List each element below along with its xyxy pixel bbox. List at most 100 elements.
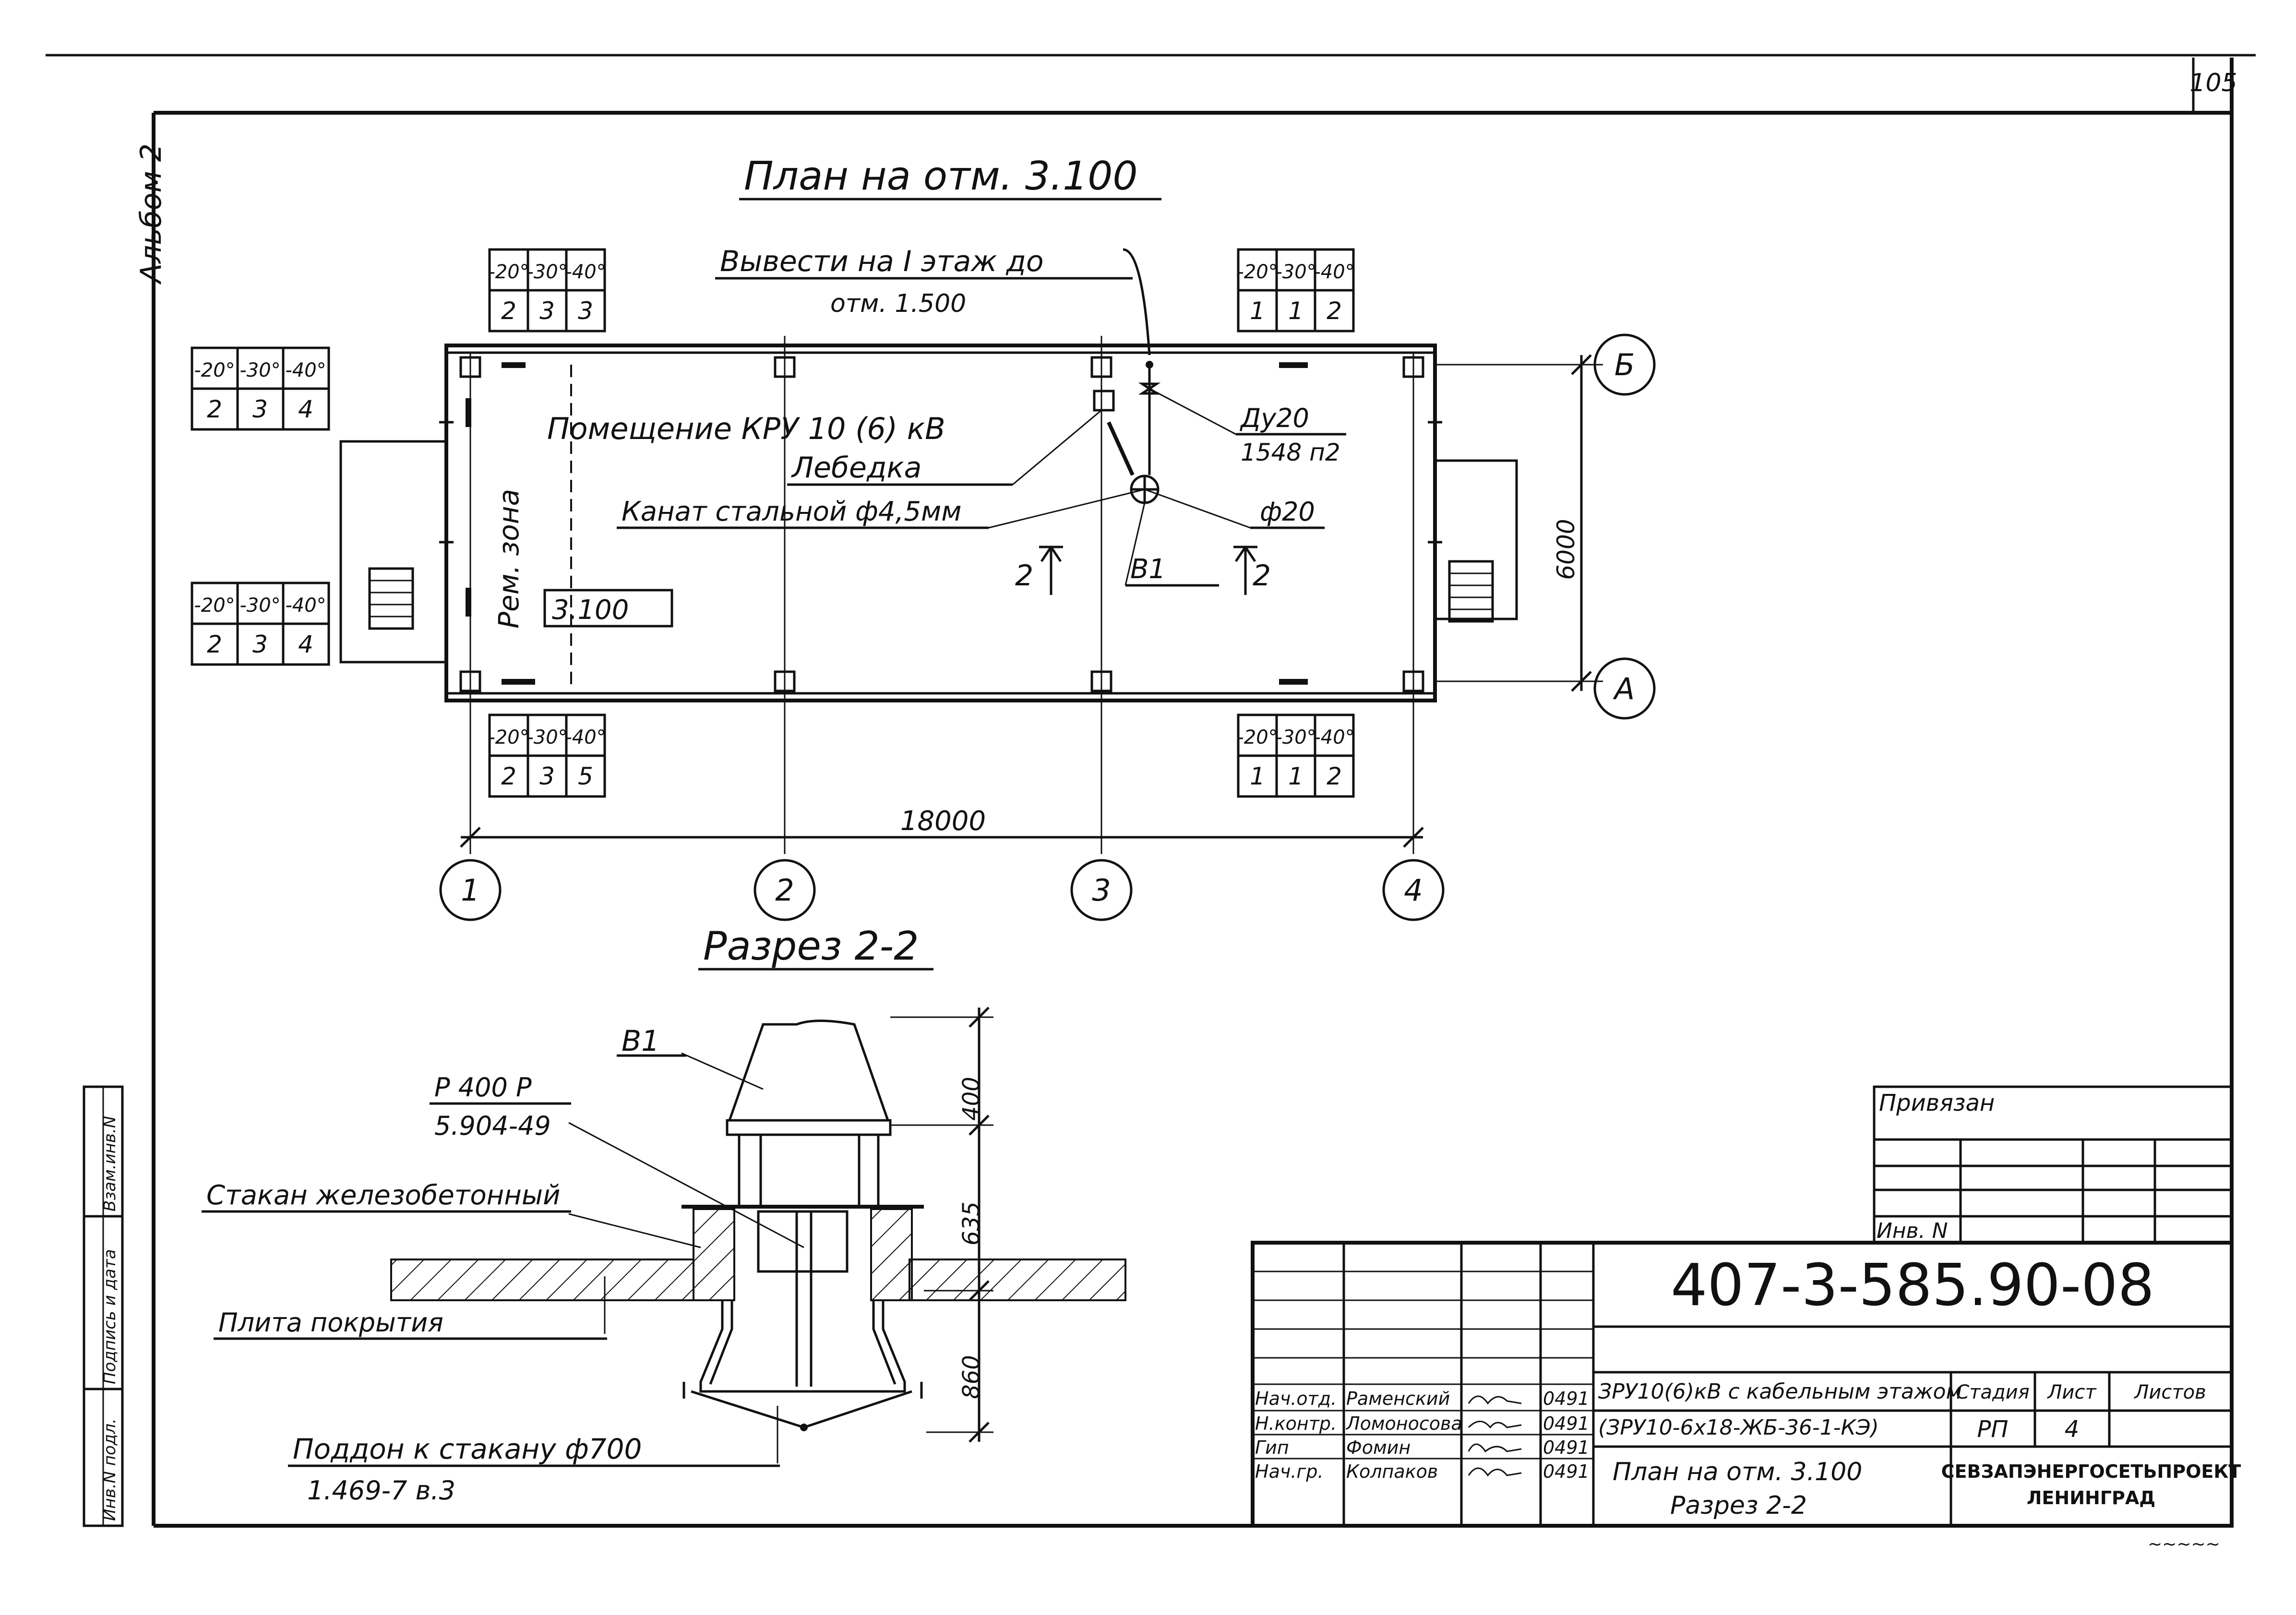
svg-text:-20°: -20° — [488, 261, 529, 283]
axis-bubble-4: 4 — [1382, 859, 1445, 921]
sheet-number: 105 — [2189, 69, 2237, 97]
svg-text:-40°: -40° — [565, 261, 606, 283]
svg-text:2: 2 — [775, 873, 794, 908]
side-stamp-sign: Подпись и дата — [100, 1249, 120, 1384]
axis-lines — [460, 336, 1603, 854]
svg-text:Колпаков: Колпаков — [1346, 1461, 1438, 1482]
temp-table-bottom-right: -20° -30° -40° 1 1 2 — [1237, 713, 1355, 798]
stairs-right — [1448, 560, 1494, 623]
svg-text:-30°: -30° — [1275, 261, 1316, 283]
duct-label-1: Ду20 — [1240, 403, 1309, 433]
side-stamp-replace: Взам.инв.N — [100, 1116, 120, 1211]
svg-text:Раменский: Раменский — [1346, 1388, 1450, 1409]
axis-bubble-1: 1 — [439, 859, 502, 921]
project-line-1: ЗРУ10(6)кВ с кабельным этажом — [1598, 1379, 1962, 1404]
cut-label-right: 2 — [1253, 559, 1271, 593]
temp-table-left-lower: -20° -30° -40° 2 3 4 — [191, 582, 330, 666]
svg-text:4: 4 — [298, 630, 313, 658]
svg-text:-20°: -20° — [194, 594, 235, 617]
stage-header: Стадия — [1956, 1381, 2029, 1403]
axis-bubble-a: А — [1593, 657, 1656, 720]
room-label: Помещение КРУ 10 (6) кВ — [547, 411, 945, 446]
output-note-2: отм. 1.500 — [830, 289, 966, 318]
bottom-mark: ~~~~~ — [2148, 1534, 2220, 1554]
vent-unit-plan — [988, 248, 1251, 586]
stage-value: РП — [1977, 1416, 2008, 1443]
svg-text:2: 2 — [501, 297, 516, 325]
svg-text:2: 2 — [1327, 297, 1342, 325]
vent-label-plan: В1 — [1130, 554, 1166, 585]
svg-text:3: 3 — [539, 762, 555, 790]
svg-text:Н.контр.: Н.контр. — [1255, 1413, 1337, 1434]
section-cut-left — [1039, 546, 1063, 595]
svg-text:0491: 0491 — [1543, 1388, 1590, 1409]
svg-text:-40°: -40° — [565, 726, 606, 748]
sleeve-label: Стакан железобетонный — [206, 1180, 561, 1211]
duct-label-2: 1548 п2 — [1241, 439, 1340, 466]
svg-text:Фомин: Фомин — [1346, 1437, 1411, 1458]
svg-text:А: А — [1613, 671, 1635, 706]
album-label: Альбом 2 — [134, 143, 168, 285]
svg-text:-40°: -40° — [1314, 261, 1354, 283]
cut-label-left: 2 — [1015, 559, 1033, 593]
signature-row-2: Н.контр. Ломоносова 0491 — [1255, 1413, 1590, 1434]
output-note-1: Вывести на I этаж до — [720, 245, 1044, 278]
svg-text:0491: 0491 — [1543, 1413, 1590, 1434]
inv-label: Инв. N — [1877, 1219, 1948, 1243]
org-line-1: СЕВЗАПЭНЕРГОСЕТЬПРОЕКТ — [1941, 1461, 2241, 1482]
svg-text:0491: 0491 — [1543, 1437, 1590, 1458]
hoist-label: Лебедка — [791, 451, 921, 485]
svg-text:3: 3 — [539, 297, 555, 325]
svg-text:3: 3 — [252, 395, 268, 423]
dim-width: 6000 — [1552, 519, 1580, 580]
section-title: Разрез 2-2 — [703, 924, 919, 969]
signature-row-3: Гип Фомин 0491 — [1255, 1437, 1590, 1458]
svg-text:3: 3 — [1092, 873, 1111, 908]
svg-text:1: 1 — [1288, 297, 1303, 325]
svg-text:2: 2 — [1327, 762, 1342, 790]
axis-bubble-3: 3 — [1070, 859, 1133, 921]
svg-text:-30°: -30° — [526, 726, 567, 748]
svg-text:3: 3 — [252, 630, 268, 658]
svg-text:Ломоносова: Ломоносова — [1345, 1413, 1462, 1434]
attached-label: Привязан — [1879, 1090, 1995, 1116]
signature-row-4: Нач.гр. Колпаков 0491 — [1255, 1461, 1590, 1482]
org-line-2: ЛЕНИНГРАД — [2027, 1487, 2155, 1508]
svg-text:4: 4 — [298, 395, 313, 423]
svg-text:-20°: -20° — [488, 726, 529, 748]
axis-bubble-b: Б — [1593, 333, 1656, 396]
rope-label: Канат стальной ф4,5мм — [622, 496, 961, 527]
svg-text:Б: Б — [1614, 347, 1635, 382]
signature-row-1: Нач.отд. Раменский 0491 — [1255, 1388, 1590, 1409]
svg-text:3: 3 — [578, 297, 593, 325]
svg-text:1: 1 — [1250, 762, 1265, 790]
slab-label: Плита покрытия — [218, 1307, 443, 1338]
svg-text:-30°: -30° — [239, 359, 280, 381]
sheet-title-2: Разрез 2-2 — [1670, 1491, 1807, 1520]
plan-walls — [339, 344, 1518, 702]
dim-length: 18000 — [900, 806, 986, 837]
svg-text:2: 2 — [501, 762, 516, 790]
svg-text:1: 1 — [1250, 297, 1265, 325]
svg-text:Гип: Гип — [1255, 1437, 1289, 1458]
svg-text:-30°: -30° — [526, 261, 567, 283]
temp-table-top-left: -20° -30° -40° 2 3 3 — [488, 248, 606, 332]
section-vent-label: В1 — [622, 1024, 659, 1058]
svg-text:2: 2 — [207, 630, 222, 658]
doc-code: 407-3-585.90-08 — [1671, 1252, 2154, 1319]
sheet-value: 4 — [2065, 1416, 2080, 1443]
project-line-2: (ЗРУ10-6х18-ЖБ-36-1-КЭ) — [1598, 1415, 1879, 1440]
svg-text:-40°: -40° — [285, 594, 326, 617]
section-drawing — [390, 1007, 1126, 1463]
svg-text:-30°: -30° — [239, 594, 280, 617]
title-block — [1251, 1241, 2234, 1528]
side-stamp — [83, 1085, 124, 1527]
plan-title: План на отм. 3.100 — [744, 154, 1138, 199]
temp-table-top-right: -20° -30° -40° 1 1 2 — [1237, 248, 1355, 332]
svg-text:1: 1 — [1288, 762, 1303, 790]
svg-text:0491: 0491 — [1543, 1461, 1590, 1482]
tray-label-1: Поддон к стакану ф700 — [293, 1433, 642, 1465]
side-stamp-inv: Инв.N подл. — [100, 1418, 120, 1521]
dim-400: 400 — [958, 1077, 985, 1121]
